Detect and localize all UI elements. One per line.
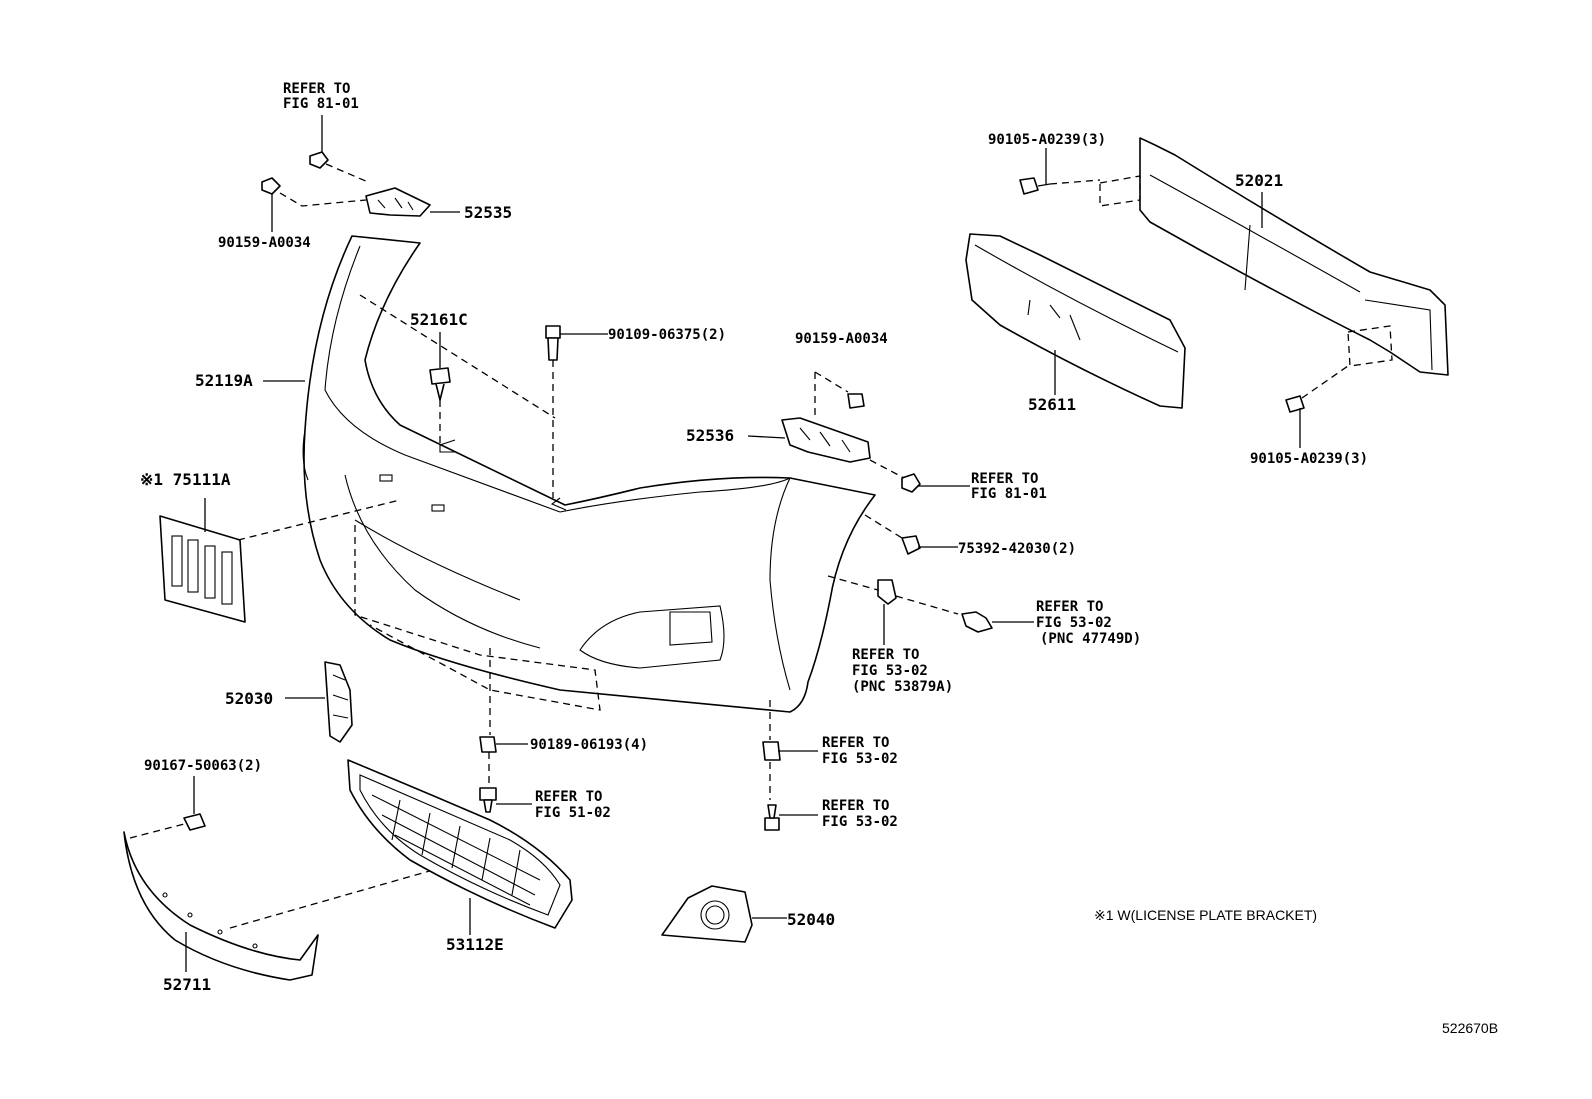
bumper-cover[interactable] [302,235,876,713]
bracket-52030[interactable] [285,661,353,743]
ref-text-r6-l2: FIG 53-02 [822,751,898,767]
ref-text-r1-l2: FIG 81-01 [283,96,359,112]
part-label-52021[interactable]: 52021 [1235,171,1283,190]
part-label-52040[interactable]: 52040 [787,910,835,929]
part-label-52711[interactable]: 52711 [163,975,211,994]
ref-text-r4-l1: REFER TO [852,647,919,663]
part-label-52030[interactable]: 52030 [225,689,273,708]
part-label-75111a[interactable]: ※1 75111A [140,470,231,489]
absorber-52611[interactable] [965,233,1186,409]
ref-text-r3-l3: (PNC 47749D) [1040,631,1141,647]
license-plate-bracket[interactable] [159,498,246,623]
screw-90159-a0034-left[interactable] [261,177,281,232]
ref-text-r3-l1: REFER TO [1036,599,1103,615]
clip-refer-53-02-a[interactable] [762,741,818,761]
diagram-id: 522670B [1442,1020,1498,1036]
fog-bezel-52040[interactable] [661,885,787,943]
ref-text-r6-l1: REFER TO [822,735,889,751]
ref-text-r7-l2: FIG 53-02 [822,814,898,830]
bolt-90109-06375[interactable] [545,325,608,361]
ref-text-r1-l1: REFER TO [283,81,350,97]
screw-refer-53-02-b[interactable] [764,804,818,831]
bolt-90105-top[interactable] [1019,148,1051,195]
part-label-90105-a0239-top[interactable]: 90105-A0239(3) [988,132,1106,148]
bolt-90105-bottom[interactable] [1285,395,1305,448]
retainer-53879a[interactable] [877,579,897,645]
footnote: ※1 W(LICENSE PLATE BRACKET) [1094,907,1317,923]
ref-text-r4-l2: FIG 53-02 [852,663,928,679]
reinforcement-52021[interactable] [1139,137,1449,376]
ref-text-r5-l2: FIG 51-02 [535,805,611,821]
molding-52711[interactable] [123,831,319,981]
part-label-52611[interactable]: 52611 [1028,395,1076,414]
part-label-75392-42030[interactable]: 75392-42030(2) [958,541,1076,557]
ref-text-r4-l3: (PNC 53879A) [852,679,953,695]
clip-refer-81-01-right[interactable] [901,473,970,493]
part-label-90105-a0239-bottom[interactable]: 90105-A0239(3) [1250,451,1368,467]
ref-text-r2-l1: REFER TO [971,471,1038,487]
screw-refer-51-02[interactable] [479,787,532,813]
part-label-53112e[interactable]: 53112E [446,935,504,954]
clip-90189-06193[interactable] [479,736,528,753]
ref-text-r5-l1: REFER TO [535,789,602,805]
part-label-90167-50063[interactable]: 90167-50063(2) [144,758,262,774]
part-label-90159-a0034-left[interactable]: 90159-A0034 [218,235,311,251]
part-label-52535[interactable]: 52535 [464,203,512,222]
screw-75392-42030[interactable] [901,535,958,555]
screw-90167-50063[interactable] [183,776,206,831]
part-label-52119a[interactable]: 52119A [195,371,253,390]
part-label-90189-06193[interactable]: 90189-06193(4) [530,737,648,753]
clip-refer-81-01-top[interactable] [309,115,329,169]
bracket-52536[interactable] [747,417,871,463]
fastener-47749d[interactable] [961,611,1034,633]
bracket-52535[interactable] [365,187,431,217]
clip-52161c[interactable] [429,332,451,401]
ref-text-r2-l2: FIG 81-01 [971,486,1047,502]
part-label-52536[interactable]: 52536 [686,426,734,445]
part-label-90109-06375[interactable]: 90109-06375(2) [608,327,726,343]
grille-53112e[interactable] [347,759,573,935]
ref-text-r3-l2: FIG 53-02 [1036,615,1112,631]
part-label-52161c[interactable]: 52161C [410,310,468,329]
ref-text-r7-l1: REFER TO [822,798,889,814]
screw-90159-a0034-right[interactable] [847,393,865,409]
part-label-90159-a0034-right[interactable]: 90159-A0034 [795,331,888,347]
